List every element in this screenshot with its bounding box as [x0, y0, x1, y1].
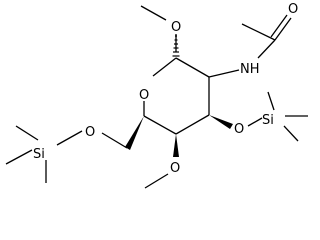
- atom-label-o-c4: O: [170, 161, 180, 176]
- stereo-wedge-c3: [209, 115, 233, 129]
- atom-label-o-methoxy-c1: O: [171, 20, 181, 35]
- bond-si6-methyl-up: [15, 125, 39, 141]
- atom-label-nh: NH: [240, 62, 260, 77]
- chemical-structure-diagram: O O NH O O Si O Si O: [5, 2, 308, 189]
- bond-c3-c4: [175, 114, 210, 135]
- atom-label-si-c3: Si: [262, 113, 274, 128]
- atom-label-si-c6: Si: [33, 147, 45, 162]
- atom-label-o-c6: O: [85, 125, 95, 140]
- bond-o6-si: [56, 130, 83, 146]
- bond-o4-methyl: [144, 173, 169, 189]
- bond-c4-c5: [143, 115, 177, 135]
- bond-c1-c2: [175, 57, 210, 78]
- atom-label-o-c3: O: [234, 122, 244, 137]
- bond-si6-methyl-left: [5, 149, 33, 165]
- bond-si3-methyl-up: [267, 91, 275, 111]
- atom-label-o-ring: O: [139, 88, 149, 103]
- bond-c6-o6: [101, 132, 128, 149]
- stereo-hash-bond-c1: [172, 35, 180, 57]
- bond-ccarbonyl-o-1: [274, 17, 292, 41]
- bond-c1-oring: [152, 57, 177, 77]
- bond-c2-n: [208, 69, 240, 78]
- bond-si3-methyl-down: [283, 125, 299, 142]
- bond-n-ccarbonyl: [257, 39, 276, 59]
- bond-ccarbonyl-methyl: [241, 23, 276, 41]
- bond-methyl-o1: [140, 5, 167, 21]
- bond-ccarbonyl-o-2: [270, 14, 288, 38]
- bond-o3-si: [247, 117, 263, 127]
- atom-label-o-carbonyl: O: [288, 2, 298, 17]
- stereo-wedge-c4: [173, 134, 179, 157]
- stereo-wedge-c5: [125, 116, 144, 150]
